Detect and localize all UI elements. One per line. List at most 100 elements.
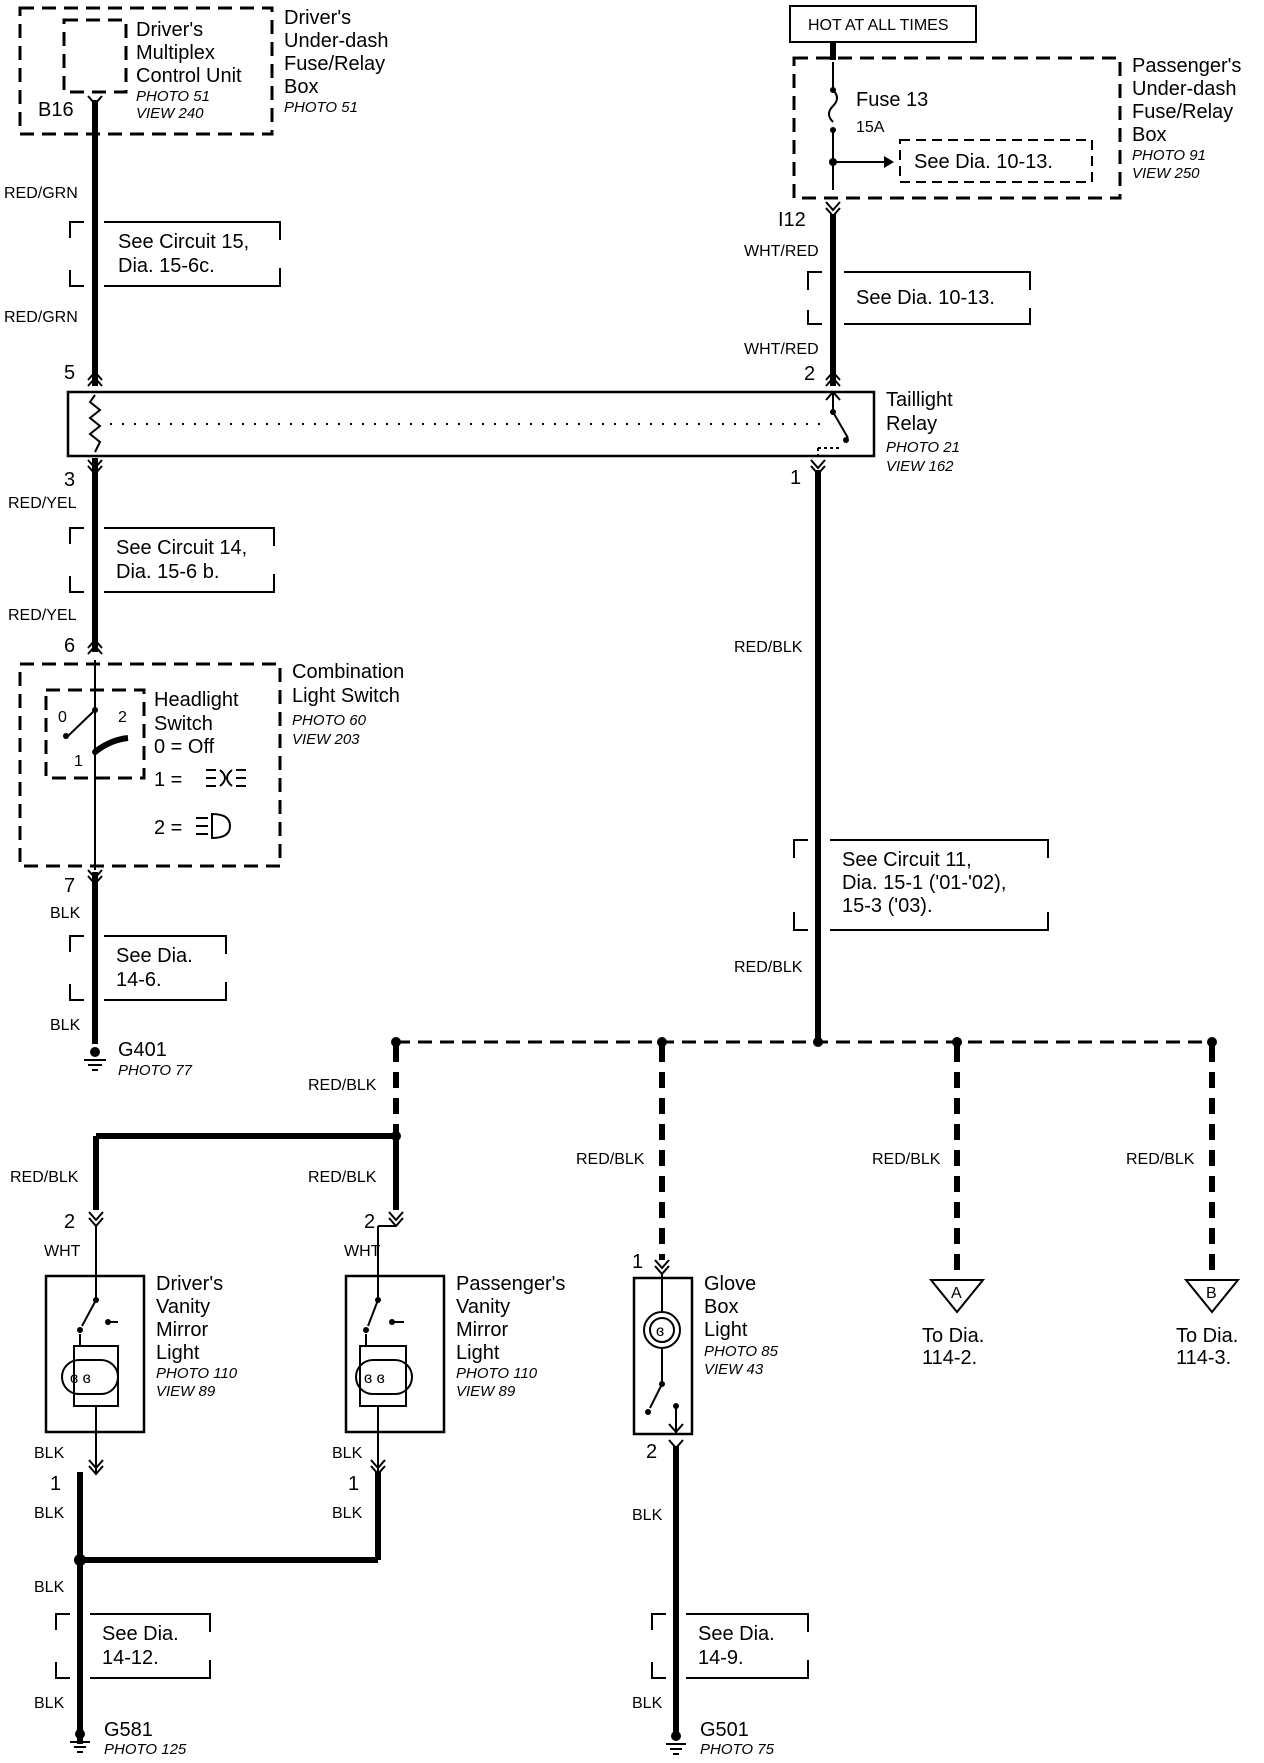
mux-unit-view: VIEW 240 <box>136 105 204 122</box>
gb-pin1: 1 <box>632 1251 643 1273</box>
svg-text:ɞ: ɞ <box>656 1323 664 1340</box>
ref-dia1412-l2: 14-12. <box>102 1647 159 1669</box>
connector-b: B To Dia. 114-3. <box>1176 1279 1241 1369</box>
ref-dia1412-l1: See Dia. <box>102 1623 179 1645</box>
headlight-pos1: 1 = <box>154 769 182 791</box>
ref-circuit11-l2: Dia. 15-1 ('01-'02), <box>842 872 1006 894</box>
pv-wire-blk-1: BLK <box>332 1445 363 1462</box>
dv-wire-blk-1: BLK <box>34 1445 65 1462</box>
parking-light-icon <box>206 769 246 787</box>
dv-line1: Driver's <box>156 1273 223 1295</box>
g581-photo: PHOTO 125 <box>104 1741 187 1758</box>
pv-wire-blk-2: BLK <box>332 1505 363 1522</box>
dv-photo: PHOTO 110 <box>156 1365 238 1382</box>
g401-label: G401 <box>118 1039 167 1061</box>
distribution-bus <box>391 1037 1217 1278</box>
ref-dia146-l1: See Dia. <box>116 945 193 967</box>
wire-red-blk-4: RED/BLK <box>576 1151 645 1168</box>
box-line2: Under-dash <box>284 30 389 52</box>
mux-unit-line2: Multiplex <box>136 42 215 64</box>
fuse13-rating: 15A <box>856 119 885 136</box>
drivers-fuse-relay-box: Driver's Multiplex Control Unit PHOTO 51… <box>18 6 389 136</box>
pv-line1: Passenger's <box>456 1273 565 1295</box>
wire-red-yel-2: RED/YEL <box>8 607 77 624</box>
headlight-line2: Switch <box>154 713 213 735</box>
connector-b-to: To Dia. <box>1176 1325 1238 1347</box>
pfb-line3: Fuse/Relay <box>1132 101 1233 123</box>
switch-view: VIEW 203 <box>292 731 360 748</box>
wire-red-yel-1: RED/YEL <box>8 495 77 512</box>
headlight-pos0: 0 = Off <box>154 736 215 758</box>
passenger-fuse-relay-box: See Dia. 10-13. Fuse 13 15A Passenger's … <box>792 55 1241 200</box>
wire-red-blk-5: RED/BLK <box>872 1151 941 1168</box>
relay-line2: Relay <box>886 413 937 435</box>
svg-text:ɞ ɞ: ɞ ɞ <box>70 1370 91 1387</box>
ref-dia149-l1: See Dia. <box>698 1623 775 1645</box>
hot-at-all-times-box: HOT AT ALL TIMES <box>789 5 977 43</box>
ref-circuit15: See Circuit 15, Dia. 15-6c. <box>69 221 281 287</box>
ref-circuit15-l1: See Circuit 15, <box>118 231 249 253</box>
combination-light-switch: 0 2 1 Headlight Switch 0 = Off 1 = 2 = C… <box>18 661 404 868</box>
gb-pin2: 2 <box>646 1441 657 1463</box>
dv-pin2: 2 <box>64 1211 75 1233</box>
headlight-icon <box>196 812 232 840</box>
gb-photo: PHOTO 85 <box>704 1343 779 1360</box>
pv-pin2: 2 <box>364 1211 375 1233</box>
gb-line3: Light <box>704 1319 748 1341</box>
ref-circuit14: See Circuit 14, Dia. 15-6 b. <box>69 527 275 593</box>
pfb-line4: Box <box>1132 124 1166 146</box>
g581-label: G581 <box>104 1719 153 1741</box>
relay-line1: Taillight <box>886 389 953 411</box>
ref-dia1013: See Dia. 10-13. <box>807 271 1031 325</box>
ref-dia149-l2: 14-9. <box>698 1647 744 1669</box>
switch-pos2: 2 <box>118 709 127 726</box>
mux-unit-photo: PHOTO 51 <box>136 88 210 105</box>
gb-line2: Box <box>704 1296 738 1318</box>
dv-line2: Vanity <box>156 1296 210 1318</box>
vanity-feed-wire <box>93 1131 401 1210</box>
switch-pos1: 1 <box>74 753 83 770</box>
dv-pin1: 1 <box>50 1473 61 1495</box>
wire-red-grn-1: RED/GRN <box>4 185 78 202</box>
box-photo: PHOTO 51 <box>284 99 358 116</box>
pv-pin1: 1 <box>348 1473 359 1495</box>
headlight-line1: Headlight <box>154 689 239 711</box>
pfb-line2: Under-dash <box>1132 78 1237 100</box>
switch-photo: PHOTO 60 <box>292 712 367 729</box>
headlight-pos2: 2 = <box>154 817 182 839</box>
wire-wht-red-2: WHT/RED <box>744 341 819 358</box>
ground-g401: G401 PHOTO 77 <box>84 1039 193 1079</box>
relay-pin2: 2 <box>804 363 815 385</box>
vanity-ground-wire <box>74 1472 381 1744</box>
passengers-vanity-mirror-light: 2 WHT ɞ ɞ Passenger's Vanity Mirror Ligh… <box>332 1211 565 1522</box>
box-line3: Fuse/Relay <box>284 53 385 75</box>
wire-wht-red-1: WHT/RED <box>744 243 819 260</box>
switch-pin6: 6 <box>64 635 75 657</box>
vanity-wire-blk-4: BLK <box>34 1695 65 1712</box>
ref-circuit15-l2: Dia. 15-6c. <box>118 255 215 277</box>
switch-pin7: 7 <box>64 875 75 897</box>
left-main-wire <box>87 95 103 1044</box>
wire-blk-2: BLK <box>50 1017 81 1034</box>
ref-dia146: See Dia. 14-6. <box>69 935 227 1001</box>
connector-b-letter: B <box>1206 1285 1217 1302</box>
switch-line1: Combination <box>292 661 404 683</box>
relay-pin1: 1 <box>790 467 801 489</box>
wire-red-blk-1: RED/BLK <box>734 639 803 656</box>
ref-dia149: See Dia. 14-9. <box>651 1613 809 1679</box>
pfb-view: VIEW 250 <box>1132 165 1200 182</box>
wire-red-blk-2: RED/BLK <box>734 959 803 976</box>
vanity-wire-blk-3: BLK <box>34 1579 65 1596</box>
pin-b16: B16 <box>38 99 74 121</box>
ref-dia1412: See Dia. 14-12. <box>55 1613 211 1679</box>
ref-circuit11-l1: See Circuit 11, <box>842 849 972 871</box>
pv-line2: Vanity <box>456 1296 510 1318</box>
hot-at-all-times: HOT AT ALL TIMES <box>808 17 949 34</box>
right-feed-wire <box>825 201 841 387</box>
gb-view: VIEW 43 <box>704 1361 764 1378</box>
fuse-see-dia: See Dia. 10-13. <box>914 151 1053 173</box>
g501-label: G501 <box>700 1719 749 1741</box>
relay-pin5: 5 <box>64 362 75 384</box>
pv-photo: PHOTO 110 <box>456 1365 538 1382</box>
